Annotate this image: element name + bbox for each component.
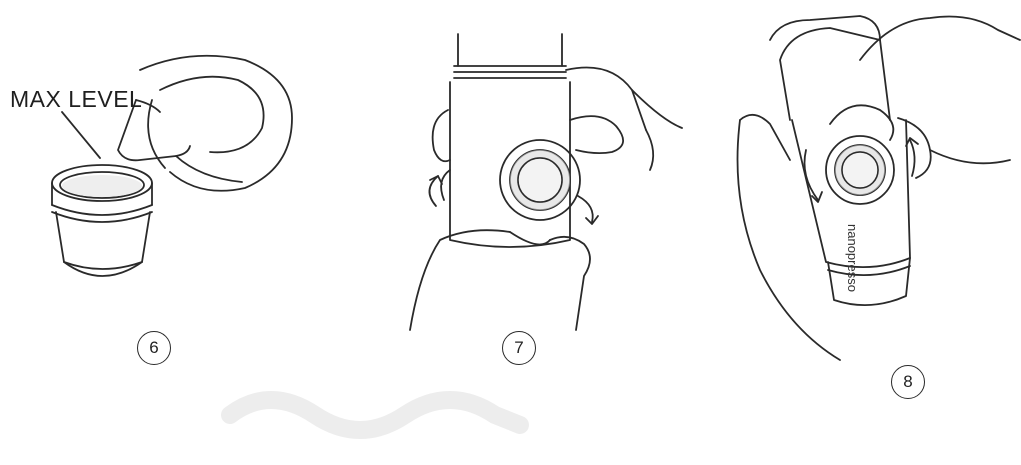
step-number-8: 8: [891, 365, 925, 399]
brand-mark: nanopresso: [845, 224, 860, 292]
unscrew-reservoir-icon: [400, 0, 700, 380]
max-level-callout: MAX LEVEL: [10, 86, 142, 113]
rotate-dial-icon: nanopresso: [730, 0, 1021, 380]
panel-step-7: 7: [400, 0, 700, 400]
watermark-wave-icon: [220, 385, 530, 455]
step-number-6: 6: [137, 331, 171, 365]
panel-step-8: nanopresso 8: [730, 0, 1021, 420]
panel-step-6: MAX LEVEL 6: [0, 0, 300, 400]
kettle-pour-icon: [0, 0, 300, 380]
step-number-7: 7: [502, 331, 536, 365]
